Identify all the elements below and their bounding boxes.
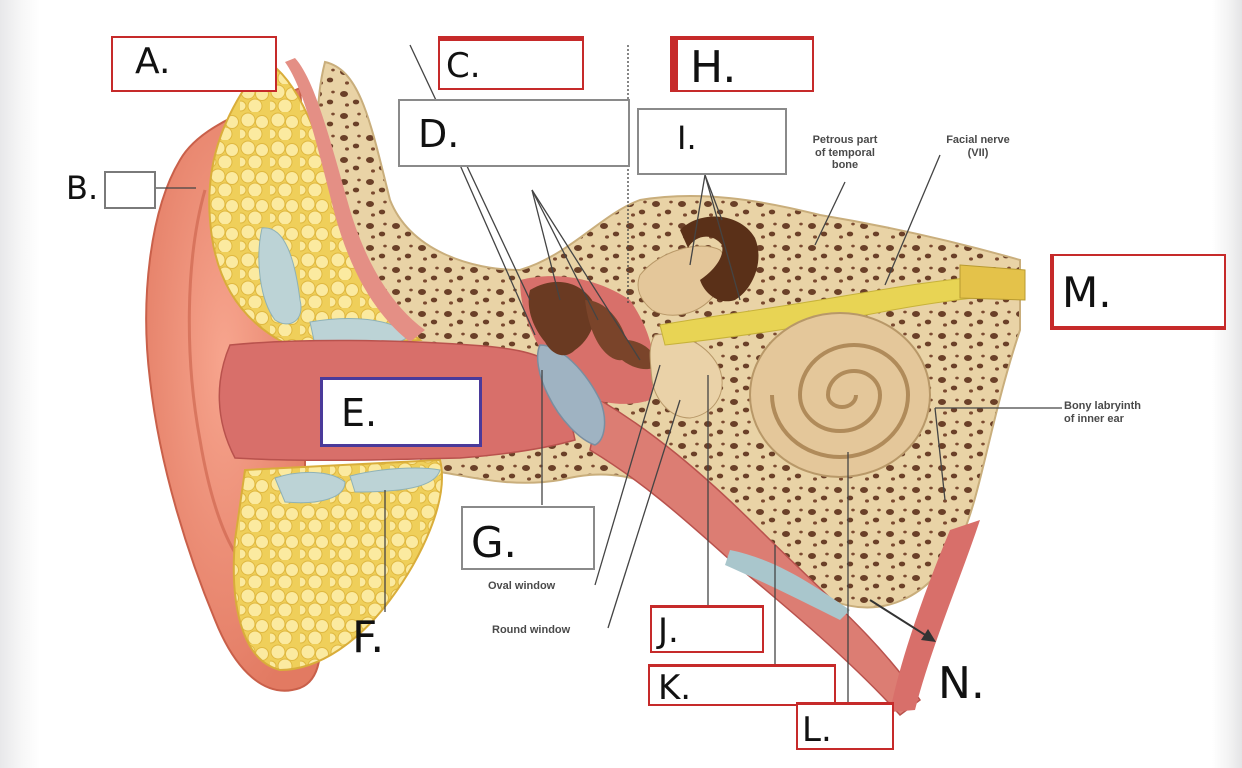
caption-facial-nerve: Facial nerve (VII) (918, 134, 1038, 159)
label-i: I. (677, 119, 697, 157)
label-m: M. (1062, 268, 1112, 317)
label-box-d[interactable]: D. (398, 99, 630, 167)
caption-petrous-line1: Petrous part (812, 134, 878, 146)
label-box-b[interactable] (104, 171, 156, 209)
caption-bony-line1: Bony labryinth (1064, 400, 1142, 412)
label-g: G. (471, 518, 517, 567)
label-n: N. (938, 658, 985, 709)
caption-facial-line1: Facial nerve (946, 134, 1010, 146)
caption-bony-line2: of inner ear (1064, 412, 1124, 425)
label-box-h[interactable]: H. (670, 36, 814, 92)
caption-round-window: Round window (492, 624, 571, 636)
caption-petrous-line2: of temporal (815, 146, 875, 159)
label-d: D. (418, 112, 460, 156)
label-box-k[interactable]: K. (648, 664, 836, 706)
caption-bony-labyrinth: Bony labryinth of inner ear (1064, 400, 1184, 425)
caption-petrous-line3: bone (831, 159, 859, 172)
label-c: C. (446, 46, 481, 86)
label-box-l[interactable]: L. (796, 702, 894, 750)
ossicles (528, 281, 595, 356)
cochlea (749, 312, 931, 478)
label-box-a[interactable]: A. (111, 36, 277, 92)
label-box-j[interactable]: J. (650, 605, 764, 653)
label-f: F. (352, 612, 385, 663)
caption-oval-window: Oval window (488, 580, 556, 592)
label-box-g[interactable]: G. (461, 506, 595, 570)
label-j: J. (658, 611, 679, 651)
label-box-m[interactable]: M. (1050, 254, 1226, 330)
label-h: H. (690, 42, 737, 93)
caption-petrous: Petrous part of temporal bone (780, 134, 910, 172)
cartilage-lower (232, 458, 443, 672)
label-k: K. (658, 668, 692, 708)
caption-facial-line2: (VII) (967, 146, 989, 159)
leader-lines (155, 44, 1062, 705)
label-l: L. (802, 710, 832, 750)
label-box-e[interactable]: E. (320, 377, 482, 447)
label-b: B. (66, 169, 99, 207)
label-a: A. (135, 41, 171, 82)
label-e: E. (341, 391, 378, 435)
label-box-c[interactable]: C. (438, 36, 584, 90)
label-box-i[interactable]: I. (637, 108, 787, 175)
